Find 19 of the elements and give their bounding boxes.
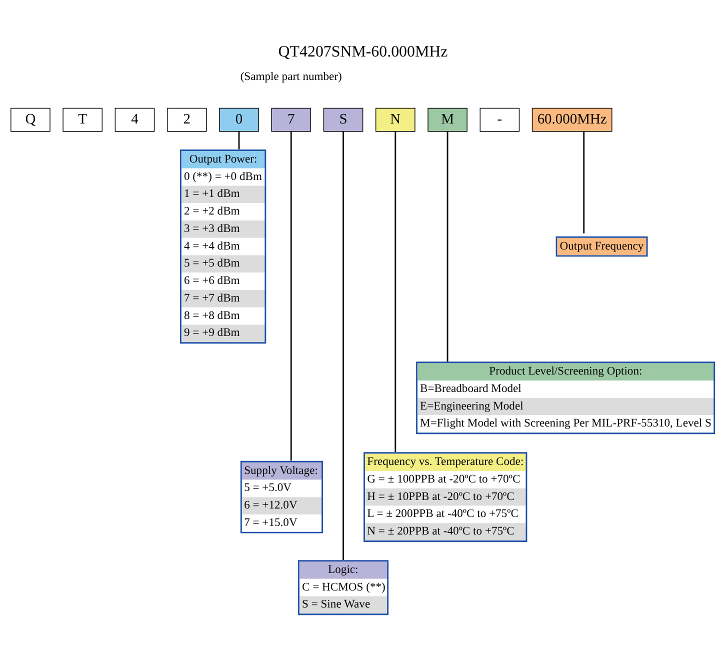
connector: [583, 132, 585, 234]
node-box: Q: [10, 108, 50, 132]
node-box: 7: [271, 108, 312, 132]
node-box: M: [428, 108, 468, 132]
node-box: N: [376, 108, 416, 132]
connector: [238, 132, 240, 150]
diagram-title: QT4207SNM-60.000MHz: [278, 44, 448, 61]
node-box: 4: [114, 108, 155, 132]
connector: [394, 132, 396, 452]
node-box: -: [480, 108, 520, 132]
node-box: 60.000MHz: [532, 108, 612, 132]
connector: [446, 131, 448, 362]
connector: [342, 132, 344, 560]
node-box: 2: [166, 108, 207, 132]
node-box: S: [323, 108, 364, 132]
connector: [290, 132, 292, 461]
node-box: 0: [219, 108, 259, 132]
node-box: T: [62, 108, 102, 132]
label: (Sample part number): [240, 70, 342, 83]
